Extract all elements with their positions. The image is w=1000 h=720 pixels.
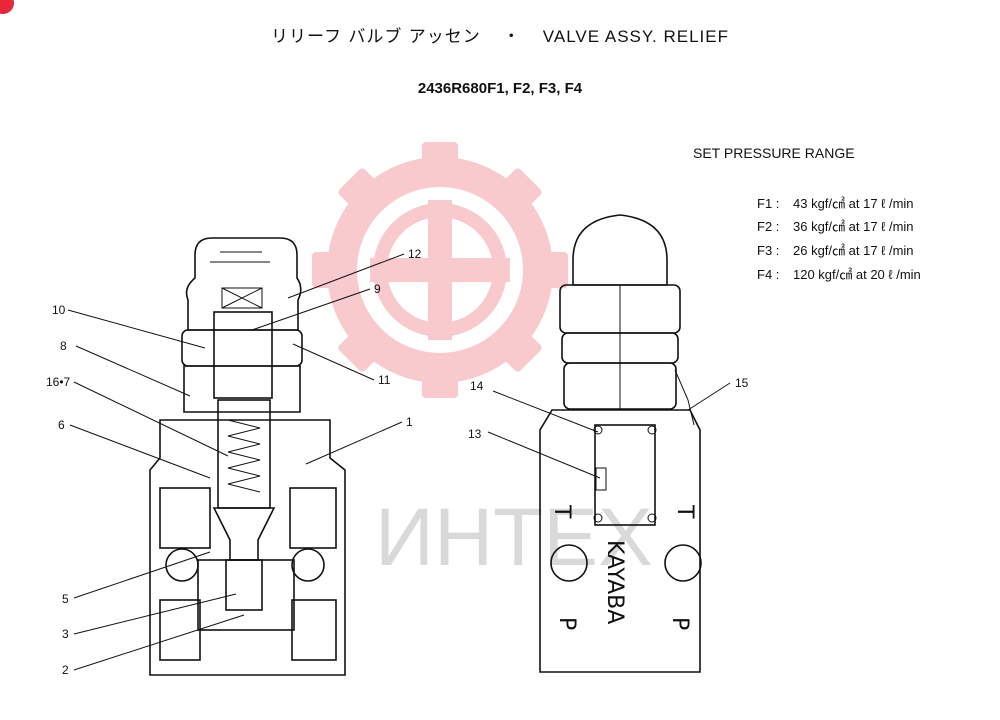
callout-14: 14 xyxy=(470,379,484,393)
port-p-left: P xyxy=(554,617,579,630)
callout-3: 3 xyxy=(62,627,69,641)
set-pressure-heading: SET PRESSURE RANGE xyxy=(693,145,855,161)
title-japanese: リリーフ バルブ アッセン xyxy=(271,27,481,47)
title-separator: ・ xyxy=(502,27,521,46)
callout-13: 13 xyxy=(468,427,482,441)
callout-12: 12 xyxy=(408,247,422,261)
callout-9: 9 xyxy=(374,282,381,296)
callout-6: 6 xyxy=(58,418,65,432)
callout-1: 1 xyxy=(406,415,413,429)
range-code: F4 : xyxy=(757,267,780,282)
callout-15: 15 xyxy=(735,376,749,390)
range-code: F3 : xyxy=(757,243,780,258)
callout-8: 8 xyxy=(60,339,67,353)
port-t-right: T xyxy=(672,504,697,519)
maker-marking: KAYABA xyxy=(602,540,627,624)
range-value: 120 kgf/㎠ at 20 ℓ /min xyxy=(793,267,921,282)
callout-2: 2 xyxy=(62,663,69,677)
callout-11: 11 xyxy=(378,373,391,387)
callout-5: 5 xyxy=(62,592,69,606)
part-numbers: 2436R680F1, F2, F3, F4 xyxy=(417,80,583,97)
pressure-range-row: F2 : 36 kgf/㎠ at 17 ℓ /min xyxy=(757,216,914,235)
callout-10: 10 xyxy=(52,303,66,317)
port-t-left: T xyxy=(549,504,574,519)
leader-lines xyxy=(67,253,731,671)
watermark-gear-icon xyxy=(312,142,568,398)
pressure-range-row: F1 : 43 kgf/㎠ at 17 ℓ /min xyxy=(757,193,914,212)
watermark-text: ИНТЕХ xyxy=(375,492,653,583)
range-value: 36 kgf/㎠ at 17 ℓ /min xyxy=(793,219,914,234)
range-value: 43 kgf/㎠ at 17 ℓ /min xyxy=(793,196,914,211)
pressure-range-row: F4 : 120 kgf/㎠ at 20 ℓ /min xyxy=(757,264,921,283)
range-value: 26 kgf/㎠ at 17 ℓ /min xyxy=(793,243,914,258)
range-code: F1 : xyxy=(757,196,780,211)
port-p-right: P xyxy=(667,617,692,630)
corner-badge-icon xyxy=(0,0,14,14)
drawing-title: リリーフ バルブ アッセン ・ VALVE ASSY. RELIEF xyxy=(0,22,1000,47)
exterior-view: T T P P KAYABA xyxy=(539,214,702,673)
callout-16-7: 16•7 xyxy=(46,375,71,389)
range-code: F2 : xyxy=(757,219,780,234)
sectional-view xyxy=(149,237,346,676)
title-english: VALVE ASSY. RELIEF xyxy=(542,27,729,46)
pressure-range-row: F3 : 26 kgf/㎠ at 17 ℓ /min xyxy=(757,240,914,259)
